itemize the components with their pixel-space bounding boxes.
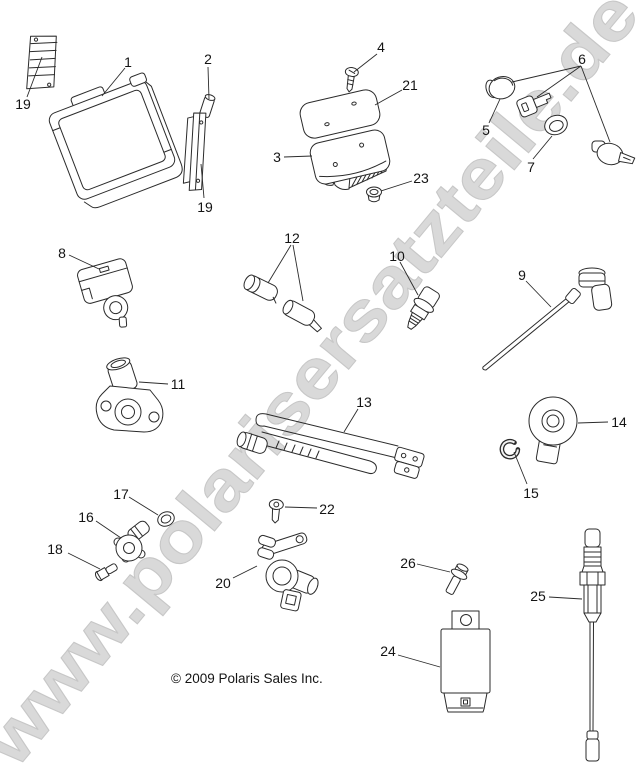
part-12-canister-b [282,299,322,333]
part-6-sensor [591,140,636,166]
part-10-temp-sensor [407,286,440,330]
leader-line [284,506,318,509]
leader-line [68,254,100,270]
part-22-screw [268,498,284,524]
leader-line [525,280,552,308]
leader-line [416,563,451,573]
leader-line [267,244,292,284]
part-8-map-sensor [77,258,133,328]
copyright-text: © 2009 Polaris Sales Inc. [171,671,323,686]
part-5-switch-cap [485,75,516,100]
leader-line [95,520,122,539]
part-12-canister-a [243,274,278,304]
callout-1: 1 [124,54,132,70]
part-9-dipstick-sensor [482,267,613,371]
callout-22: 22 [319,501,335,517]
part-13-sensor-harness [236,413,425,479]
callout-21: 21 [402,77,418,93]
callout-8: 8 [58,245,66,261]
callout-4: 4 [377,39,385,55]
leader-line [397,654,441,668]
leader-line [548,596,583,600]
callout-26: 26 [400,555,416,571]
part-7-nut-ring [544,114,568,136]
leader-line [577,421,609,424]
callout-19-right: 19 [197,199,213,215]
callout-18: 18 [47,541,63,557]
part-24-relay [440,610,491,713]
leader-line [343,408,359,433]
callout-3: 3 [273,149,281,165]
callout-12: 12 [284,230,300,246]
callout-23: 23 [413,170,429,186]
callout-17: 17 [113,486,129,502]
leader-line [200,163,205,199]
callout-7: 7 [527,159,535,175]
part-11-throttle-position-sensor [95,357,164,433]
callout-15: 15 [523,485,539,501]
part-21-cover-plate [299,89,381,139]
leader-line [511,65,582,83]
callout-16: 16 [78,509,94,525]
part-20-valve-assembly [257,532,319,612]
callout-13: 13 [356,394,372,410]
leader-line [67,552,101,570]
callout-6: 6 [578,51,586,67]
callout-labels: 19 1 2 19 4 21 3 23 6 5 7 8 12 10 9 11 1… [15,39,627,659]
leader-line [536,65,582,98]
part-1-ecm-module [48,72,183,209]
leader-line [232,565,258,579]
callout-11: 11 [171,376,186,392]
leader-line [380,180,413,192]
part-23-grommet [366,186,382,203]
leader-line [292,244,304,302]
part-18-bolt [94,563,118,582]
callout-19-left: 19 [15,96,31,112]
callout-24: 24 [380,643,396,659]
leader-line [138,381,169,385]
part-3-control-module [309,129,391,190]
callout-2: 2 [204,51,212,67]
part-6-key [516,92,552,118]
callout-25: 25 [530,588,546,604]
callout-10: 10 [389,248,405,264]
part-25-antenna [579,528,606,762]
leader-line [207,66,210,100]
part-4-screw [344,67,359,93]
callout-14: 14 [611,414,627,430]
part-14-knock-sensor [528,396,578,465]
part-17-o-ring [157,511,175,527]
part-19-mounting-clip-left [26,35,58,90]
part-19-mounting-clip-right [182,112,207,191]
leader-line [513,451,528,485]
part-26-flange-bolt [445,563,469,595]
leader-line [26,56,43,98]
callout-20: 20 [215,575,231,591]
leader-line [488,98,501,124]
leader-line [532,135,553,160]
leader-line [580,65,611,143]
callout-9: 9 [518,267,526,283]
leader-line [399,261,419,296]
part-16-sensor [113,520,150,563]
leader-line [353,53,378,73]
leader-line [101,67,126,97]
part-15-c-clip [499,438,521,460]
leader-line [283,155,313,158]
leader-lines [26,53,611,668]
leader-line [374,89,403,106]
leader-line [128,496,159,516]
callout-5: 5 [482,122,490,138]
